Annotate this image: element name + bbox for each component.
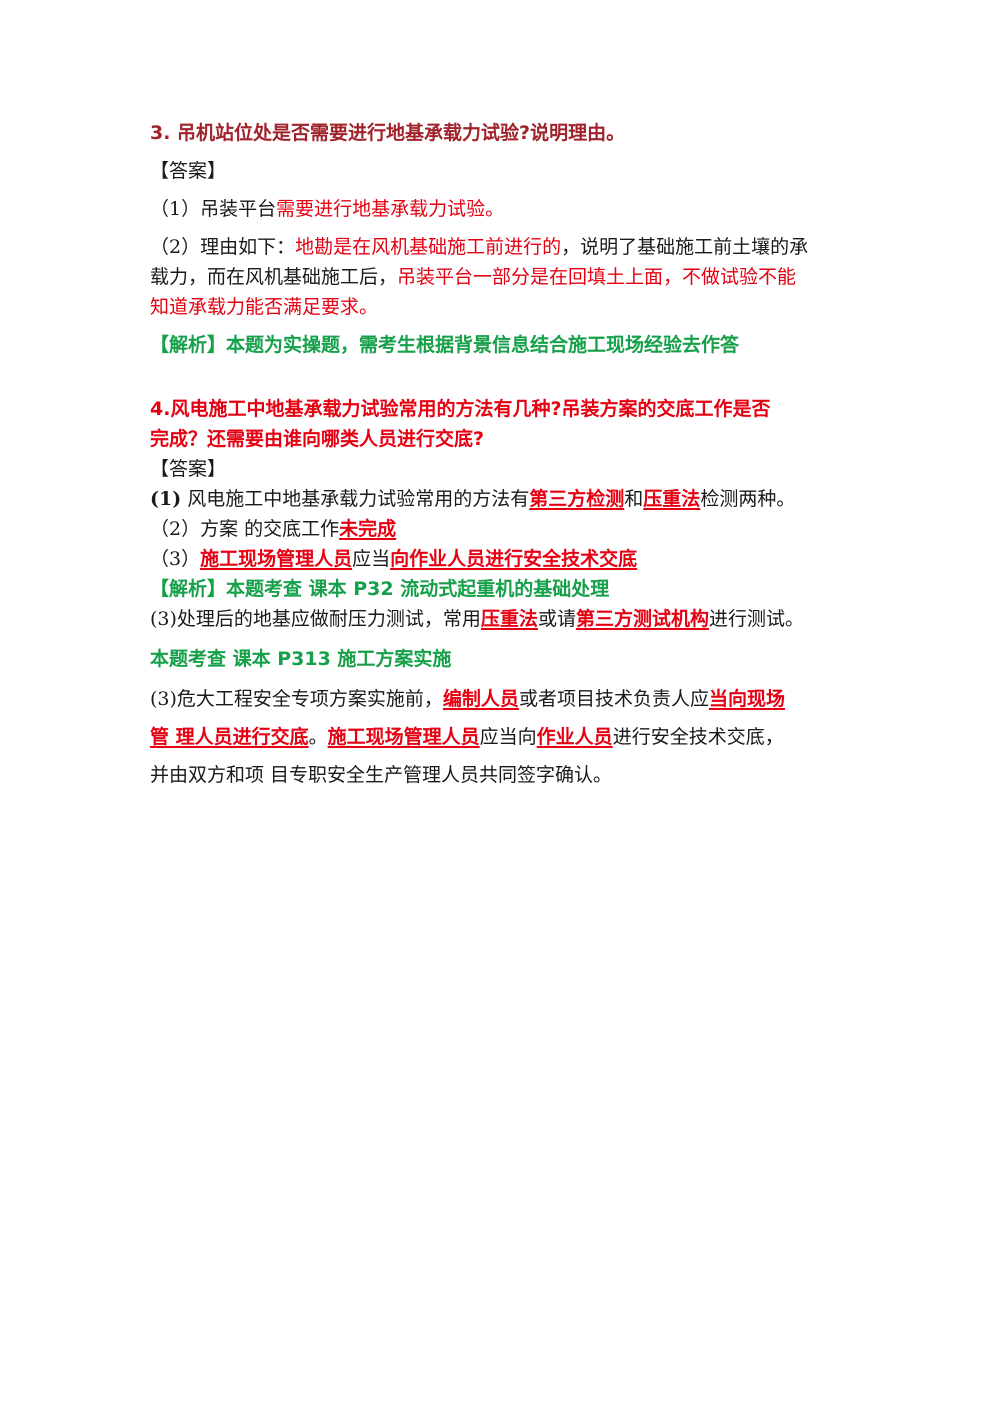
highlight-text: 吊装平台一部分是在回填土上面，不做试验不能 bbox=[397, 266, 797, 288]
answer-label: 【答案】 bbox=[150, 458, 227, 480]
text: 进行测试。 bbox=[708, 608, 804, 630]
q4-answer-3: （3）施工现场管理人员应当向作业人员进行安全技术交底 bbox=[150, 544, 850, 574]
q3-analysis: 【解析】本题为实操题，需考生根据背景信息结合施工现场经验去作答 bbox=[150, 334, 740, 356]
answer-label: 【答案】 bbox=[150, 160, 227, 182]
text: 应当向 bbox=[479, 726, 537, 748]
text: ，说明了基础施工前土壤的承 bbox=[561, 236, 809, 258]
text: 载力，而在风机基础施工后， bbox=[150, 266, 398, 288]
highlight-text: 需要进行地基承载力试验。 bbox=[276, 198, 505, 220]
q4-reference-2-line-1: (3)危大工程安全专项方案实施前，编制人员或者项目技术负责人应当向现场 bbox=[150, 684, 850, 714]
q3-answer-2-line-2: 载力，而在风机基础施工后，吊装平台一部分是在回填土上面，不做试验不能 bbox=[150, 262, 850, 292]
text: 风电施工中地基承载力试验常用的方法有 bbox=[187, 488, 530, 510]
text: 应当 bbox=[352, 548, 391, 570]
underlined-highlight: 第三方检测 bbox=[529, 488, 625, 510]
text: (1) bbox=[150, 488, 182, 510]
text: (3)危大工程安全专项方案实施前， bbox=[150, 688, 443, 710]
question-4-title-line-1: 4.风电施工中地基承载力试验常用的方法有几种?吊装方案的交底工作是否 bbox=[150, 398, 771, 420]
underlined-highlight: 当向现场 bbox=[708, 688, 785, 710]
underlined-highlight: 压重法 bbox=[643, 488, 701, 510]
text: 。 bbox=[308, 726, 328, 748]
question-3-title: 3. 吊机站位处是否需要进行地基承载力试验?说明理由。 bbox=[150, 122, 626, 144]
q4-reference-2-line-2: 管 理人员进行交底。施工现场管理人员应当向作业人员进行安全技术交底， bbox=[150, 722, 850, 752]
question-4-title-line-2: 完成？还需要由谁向哪类人员进行交底? bbox=[150, 428, 485, 450]
text: （2）方案 的交底工作 bbox=[150, 518, 340, 540]
q4-analysis-2: 本题考查 课本 P313 施工方案实施 bbox=[150, 648, 452, 670]
text: (3)处理后的地基应做耐压力测试，常用 bbox=[150, 608, 481, 630]
underlined-highlight: 施工现场管理人员 bbox=[200, 548, 353, 570]
text: 或请 bbox=[537, 608, 576, 630]
underlined-highlight: 管 理人员进行交底 bbox=[150, 726, 309, 748]
underlined-highlight: 向作业人员进行安全技术交底 bbox=[390, 548, 638, 570]
underlined-highlight: 第三方测试机构 bbox=[575, 608, 709, 630]
underlined-highlight: 未完成 bbox=[339, 518, 397, 540]
q3-answer-2-line-3: 知道承载力能否满足要求。 bbox=[150, 296, 379, 318]
q4-answer-1: (1) 风电施工中地基承载力试验常用的方法有第三方检测和压重法检测两种。 bbox=[150, 484, 850, 514]
text: 和 bbox=[624, 488, 644, 510]
q3-answer-2-line-1: （2）理由如下：地勘是在风机基础施工前进行的，说明了基础施工前土壤的承 bbox=[150, 232, 850, 262]
text: 进行安全技术交底， bbox=[612, 726, 784, 748]
q4-reference-1: (3)处理后的地基应做耐压力测试，常用压重法或请第三方测试机构进行测试。 bbox=[150, 604, 850, 634]
underlined-highlight: 施工现场管理人员 bbox=[327, 726, 480, 748]
underlined-highlight: 压重法 bbox=[480, 608, 538, 630]
q3-answer-1: （1）吊装平台需要进行地基承载力试验。 bbox=[150, 194, 850, 224]
text: （1）吊装平台 bbox=[150, 198, 277, 220]
underlined-highlight: 作业人员 bbox=[536, 726, 613, 748]
underlined-highlight: 编制人员 bbox=[442, 688, 519, 710]
document-page: 3. 吊机站位处是否需要进行地基承载力试验?说明理由。 【答案】 （1）吊装平台… bbox=[150, 118, 850, 790]
text: 检测两种。 bbox=[700, 488, 796, 510]
text: 或者项目技术负责人应 bbox=[518, 688, 709, 710]
q4-answer-2: （2）方案 的交底工作未完成 bbox=[150, 514, 850, 544]
text: （2）理由如下： bbox=[150, 236, 296, 258]
q4-analysis-1: 【解析】本题考查 课本 P32 流动式起重机的基础处理 bbox=[150, 578, 610, 600]
text: （3） bbox=[150, 548, 201, 570]
highlight-text: 地勘是在风机基础施工前进行的 bbox=[295, 236, 562, 258]
q4-reference-2-line-3: 并由双方和项 目专职安全生产管理人员共同签字确认。 bbox=[150, 764, 613, 786]
